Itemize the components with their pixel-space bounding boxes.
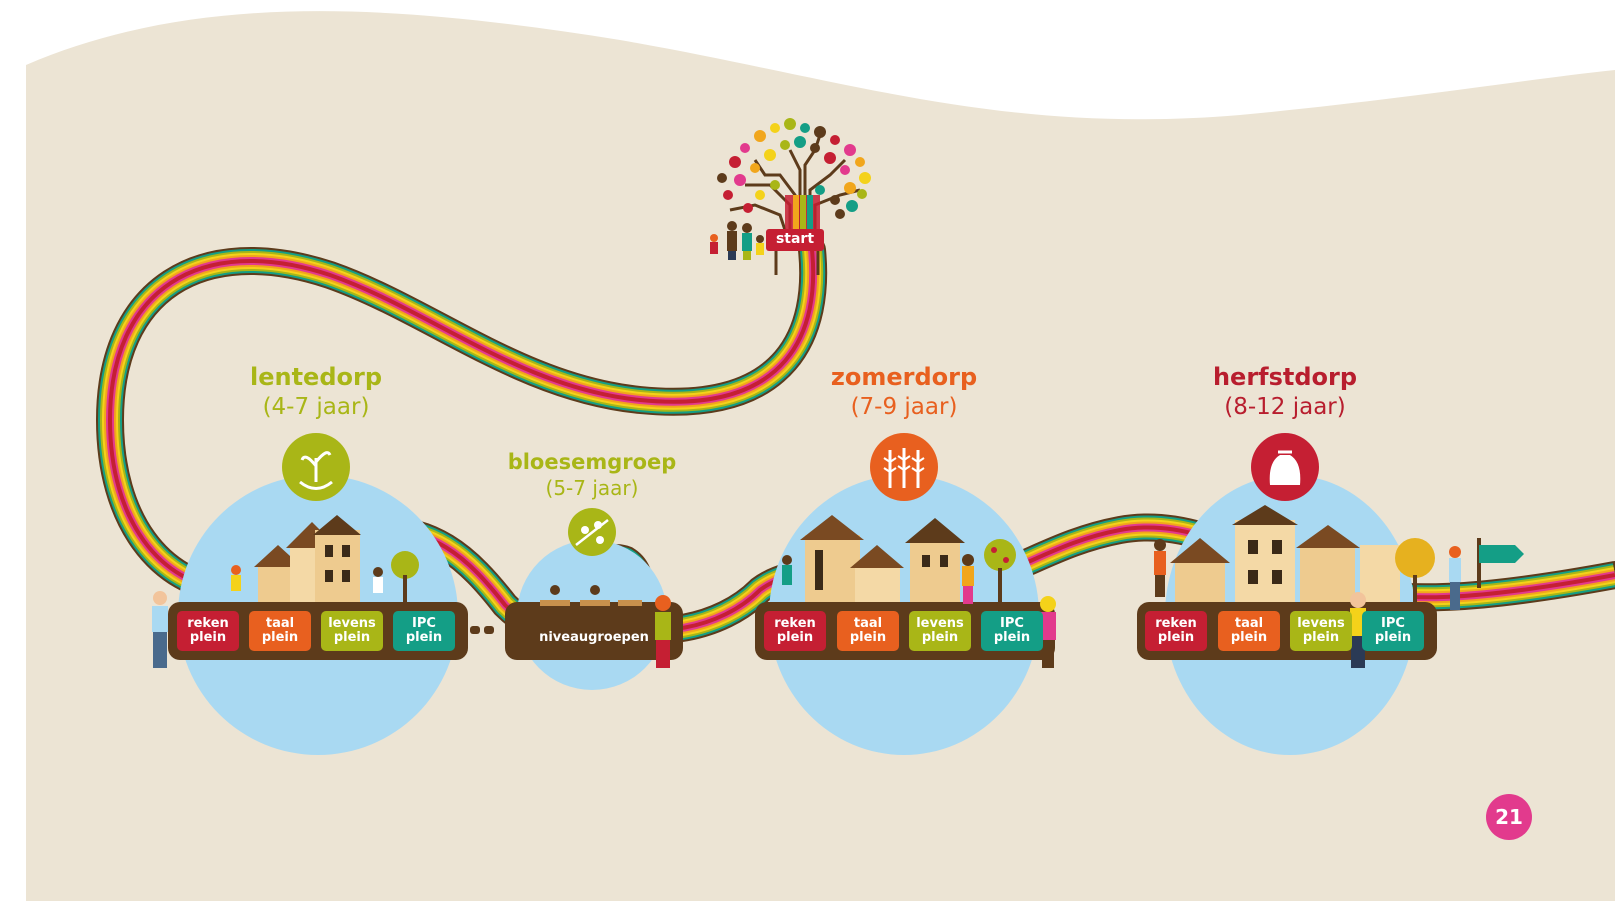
tree-leaf-dot [764, 149, 776, 161]
lentedorp-title: lentedorp [249, 363, 383, 391]
tree-leaf-dot [844, 144, 856, 156]
tree-leaf-dot [723, 190, 733, 200]
tree-leaf-dot [840, 165, 850, 175]
tree-leaf-dot [794, 136, 806, 148]
bloesemgroep-icon-circle [568, 508, 616, 556]
start-label: start [775, 231, 815, 247]
page-number-badge: 21 [1486, 794, 1532, 840]
people-figures [152, 539, 1461, 668]
tree-leaf-dot [780, 140, 790, 150]
bloesemgroep-title: bloesemgroep [507, 450, 677, 474]
tree-leaf-dot [815, 185, 825, 195]
classroom-desks [540, 585, 642, 606]
tree-leaf-dot [835, 209, 845, 219]
tree-leaf-dot [743, 203, 753, 213]
herfstdorp-icon-circle [1251, 433, 1319, 501]
tree-leaf-dot [810, 143, 820, 153]
tree-leaf-dot [830, 135, 840, 145]
lentedorp-houses [254, 515, 419, 605]
start-tree [729, 134, 861, 231]
tree-leaf-dot [729, 156, 741, 168]
herfstdorp-title: herfstdorp [1212, 363, 1358, 391]
tree-leaf-dot [855, 157, 865, 167]
zomerdorp-icon-circle [870, 433, 938, 501]
start-sign [766, 229, 824, 275]
tree-leaf-dot [857, 189, 867, 199]
tree-leaf-dot [734, 174, 746, 186]
tree-leaf-dot [740, 143, 750, 153]
bloesemgroep-bar [505, 602, 683, 660]
zomerdorp-houses [800, 515, 1016, 605]
family-group [710, 221, 764, 260]
tree-leaf-dot [814, 126, 826, 138]
tree-leaf-dot [754, 130, 766, 142]
tree-leaf-dot [800, 123, 810, 133]
tree-leaf-dot [750, 163, 760, 173]
tree-leaf-dot [824, 152, 836, 164]
tree-leaf-dot [770, 180, 780, 190]
tree-leaf-dot [770, 123, 780, 133]
zomerdorp-bar [755, 602, 1055, 660]
tree-leaf-dot [844, 182, 856, 194]
signpost [1477, 538, 1524, 588]
tree-leaf-dot [859, 172, 871, 184]
lentedorp-icon-circle [282, 433, 350, 501]
zomerdorp-title: zomerdorp [830, 363, 978, 391]
niveaugroepen-label: niveaugroepen [539, 630, 649, 645]
herfstdorp-houses [1170, 505, 1435, 605]
tree-leaf-dot [846, 200, 858, 212]
lentedorp-age: (4-7 jaar) [262, 394, 370, 420]
bloesemgroep-age: (5-7 jaar) [545, 476, 639, 500]
tree-leaf-dot [784, 118, 796, 130]
tree-leaf-dot [830, 195, 840, 205]
tree-leaf-dots [717, 118, 871, 219]
tree-leaf-dot [717, 173, 727, 183]
zomerdorp-age: (7-9 jaar) [850, 394, 958, 420]
herfstdorp-age: (8-12 jaar) [1224, 394, 1346, 420]
tree-leaf-dot [755, 190, 765, 200]
paper-background [26, 11, 1615, 901]
dashed-connector [470, 626, 494, 634]
